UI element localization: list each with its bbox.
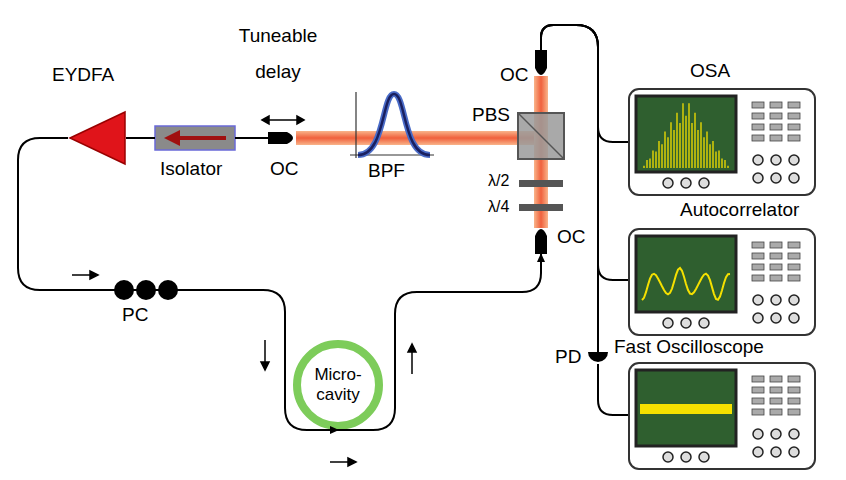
fibre-connector (541, 25, 628, 280)
autocorrelator-node: Autocorrelator (628, 228, 816, 332)
laser-beam (296, 131, 548, 145)
bandpass-filter (350, 92, 434, 158)
microcavity-node: Micro-cavity (293, 340, 383, 430)
isolator-arrow (164, 130, 226, 146)
fibre-connector (541, 25, 598, 352)
node-label: Isolator (160, 158, 222, 180)
fibre-connector (541, 25, 628, 142)
node-label: Fast Oscilloscope (614, 336, 764, 358)
part-label: λ/2 (488, 172, 509, 190)
collimator-node: OC (534, 224, 548, 254)
oscilloscope-node: Fast Oscilloscope (628, 362, 816, 468)
node-label: PBS (472, 104, 510, 126)
photodetector-node: PD (588, 352, 608, 364)
fibre-connector (126, 137, 155, 139)
isolator-node: Isolator (155, 126, 235, 150)
part-label: BPF (368, 160, 405, 182)
amplifier-node: EYDFA (68, 112, 126, 164)
photodiode (588, 352, 608, 362)
part-label: PC (122, 304, 148, 326)
amplifier-triangle (70, 112, 125, 164)
collimator (535, 229, 547, 254)
fibre-connector (235, 137, 268, 139)
fibre-connector (338, 254, 541, 430)
beam-splitter-cube (518, 113, 564, 159)
delay-arrow (262, 116, 304, 124)
autocorrelation-trace (642, 268, 730, 300)
fibre-connector (18, 138, 338, 430)
node-label: Autocorrelator (680, 199, 799, 221)
collimator (268, 132, 293, 144)
direction-arrows (72, 271, 416, 466)
spectrum-trace (644, 103, 728, 168)
quarter-wave-plate (519, 204, 563, 211)
oscilloscope-body (629, 363, 815, 469)
node-label: OC (557, 226, 586, 248)
collimator (535, 50, 547, 75)
splitter-diagonal (518, 113, 564, 159)
node-label: PD (555, 346, 581, 368)
node-label: OC (500, 64, 529, 86)
collimator-node: OC (268, 131, 297, 145)
node-label: EYDFA (52, 64, 114, 86)
fibre-connector (598, 364, 628, 415)
isolator-body (155, 126, 235, 150)
half-wave-plate (519, 180, 563, 187)
node-label: OSA (690, 60, 730, 82)
flat-trace (640, 404, 732, 414)
part-label: λ/4 (488, 198, 509, 216)
part-label: Tuneable delay (228, 18, 328, 90)
node-label: OC (270, 158, 299, 180)
microcavity-ring (297, 344, 379, 426)
beam-splitter-node: PBS (518, 113, 564, 159)
osa-body (629, 89, 815, 195)
autocorrelator-body (629, 229, 815, 335)
node-label: Micro-cavity (298, 365, 378, 404)
collimator-node: OC (534, 50, 548, 80)
spectrum-analyser-node: OSA (628, 88, 816, 196)
